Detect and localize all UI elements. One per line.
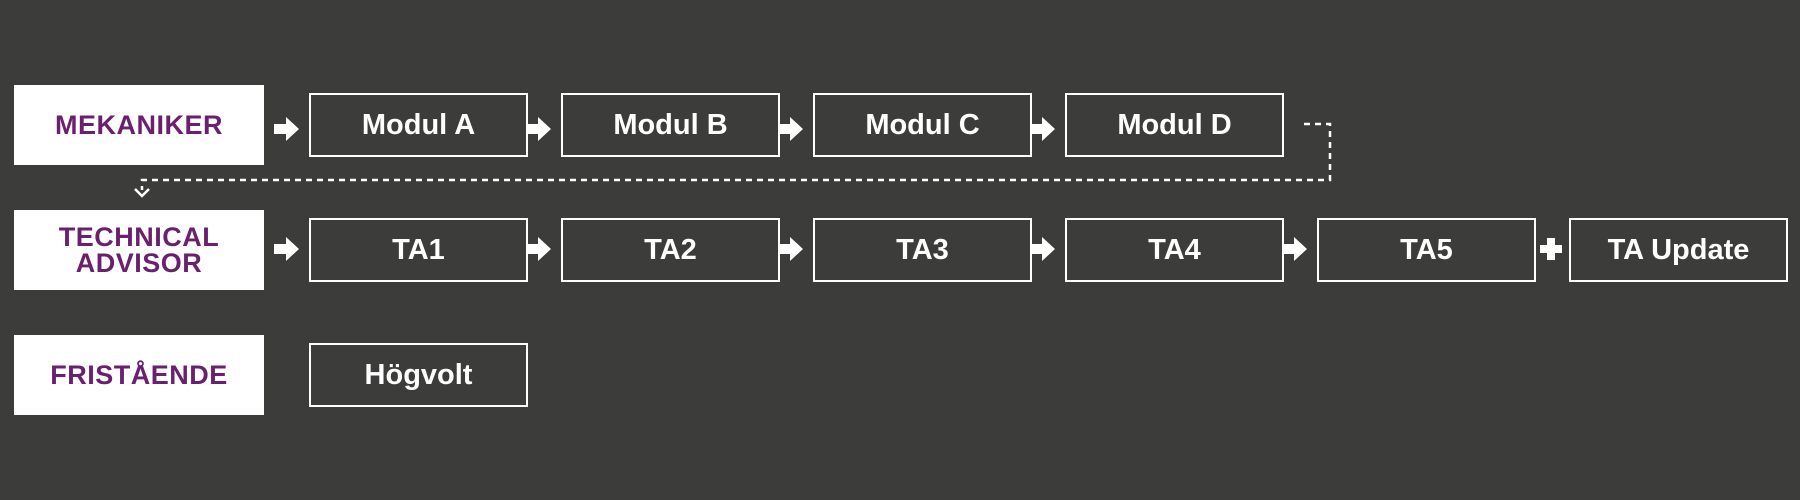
module-modul-a: Modul A	[309, 93, 528, 157]
module-hogvolt: Högvolt	[309, 343, 528, 407]
arrow-right-icon	[526, 117, 551, 141]
arrow-right-icon	[778, 117, 803, 141]
arrow-right-icon	[778, 237, 803, 261]
row-label-text: MEKANIKER	[54, 110, 223, 140]
arrow-right-icon	[1030, 117, 1055, 141]
module-ta3: TA3	[813, 218, 1032, 282]
row-label-text-line-1: TECHNICAL	[58, 222, 220, 252]
plus-icon	[1540, 238, 1562, 260]
row-label-mekaniker: MEKANIKER	[14, 85, 264, 165]
module-ta5: TA5	[1317, 218, 1536, 282]
chevron-down-icon	[134, 188, 150, 198]
module-ta2: TA2	[561, 218, 780, 282]
arrow-right-icon	[274, 237, 299, 261]
module-ta4: TA4	[1065, 218, 1284, 282]
module-ta-update: TA Update	[1569, 218, 1788, 282]
arrow-right-icon	[1282, 237, 1307, 261]
row-label-text-line-2: ADVISOR	[75, 248, 203, 278]
arrow-right-icon	[1030, 237, 1055, 261]
row-label-fristaende: FRISTÅENDE	[14, 335, 264, 415]
module-modul-d: Modul D	[1065, 93, 1284, 157]
arrow-right-icon	[526, 237, 551, 261]
module-modul-b: Modul B	[561, 93, 780, 157]
arrow-right-icon	[274, 117, 299, 141]
row-label-text: FRISTÅENDE	[50, 360, 228, 390]
module-ta1: TA1	[309, 218, 528, 282]
row-label-technical-advisor: TECHNICAL ADVISOR	[14, 210, 264, 290]
